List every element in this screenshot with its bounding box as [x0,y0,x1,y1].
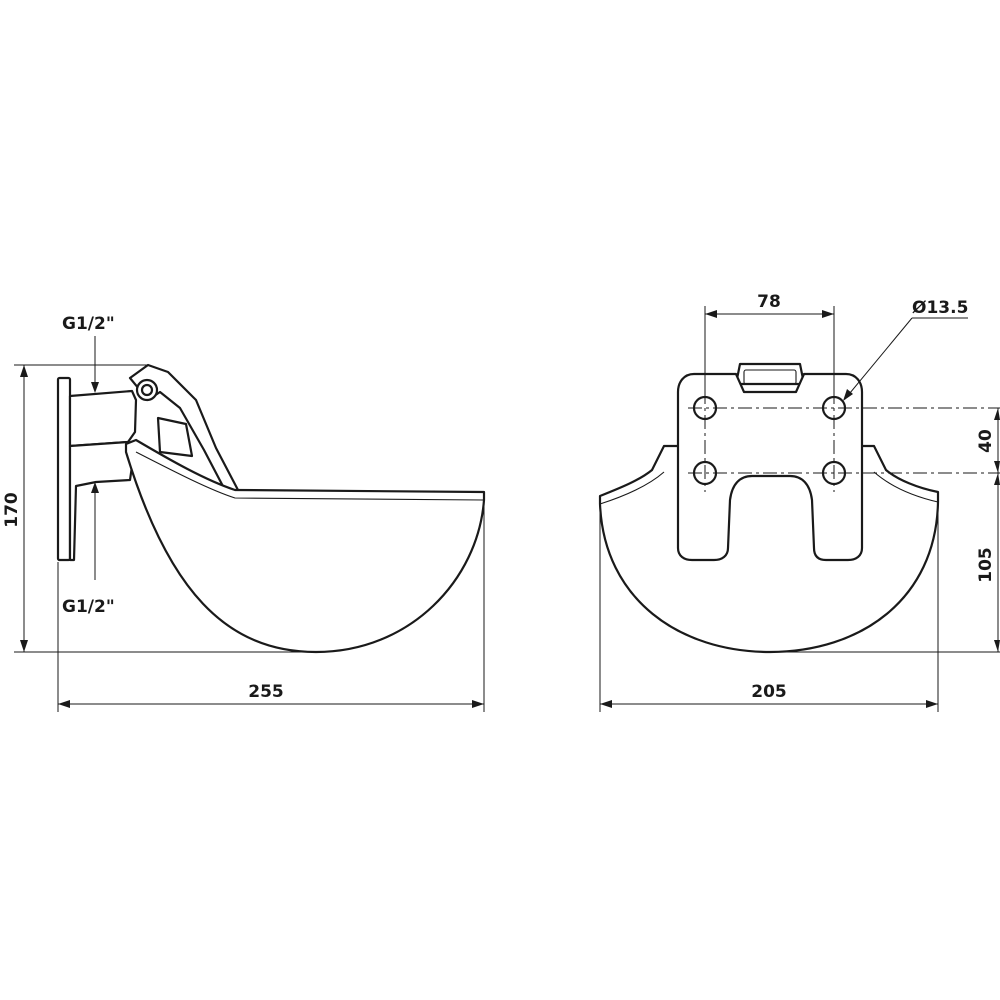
diameter-leader [844,317,913,400]
width-arrow-left [58,700,70,708]
thread-top-label: G1/2" [62,314,115,334]
bowl-rim-left [599,471,665,505]
bowl-rim-line [135,451,485,501]
lever-pivot-inner [140,383,154,397]
lower-height-label: 105 [976,547,996,583]
supply-pipe-housing [68,389,138,448]
hole-spacing-arrow-left [705,310,717,318]
front-width-arrow-left [600,700,612,708]
front-width-arrow-right [926,700,938,708]
valve-body [156,416,194,458]
thread-bottom-arrow [91,482,99,493]
height-arrow-top [20,365,28,377]
lower-height-arrow-top [994,473,1000,485]
vertical-spacing-arrow-bottom [994,461,1000,473]
valve-cap [734,362,806,386]
hole-spacing-arrow-right [822,310,834,318]
thread-bottom-label: G1/2" [62,597,115,617]
hole-diameter-label: Ø13.5 [912,298,968,318]
valve-cap-inner [743,369,797,385]
mounting-plate [676,372,864,562]
front-view: 78 Ø13.5 40 105 205 [598,292,1000,712]
hole-spacing-horizontal-label: 78 [757,292,781,312]
vertical-spacing-arrow-top [994,408,1000,420]
lower-height-arrow-bottom [994,640,1000,652]
side-view: G1/2" G1/2" 170 255 [2,314,486,712]
bowl-side-profile [124,438,486,654]
hole-spacing-vertical-label: 40 [976,429,996,453]
bowl-rim-right [873,471,939,503]
height-label: 170 [2,492,22,528]
width-label: 255 [248,682,284,702]
wall-bracket-plate [56,376,72,562]
diameter-arrow [843,389,853,401]
lower-support-arm [68,440,136,562]
width-arrow-right [472,700,484,708]
front-width-label: 205 [751,682,787,702]
thread-top-arrow [91,382,99,393]
height-arrow-bottom [20,640,28,652]
